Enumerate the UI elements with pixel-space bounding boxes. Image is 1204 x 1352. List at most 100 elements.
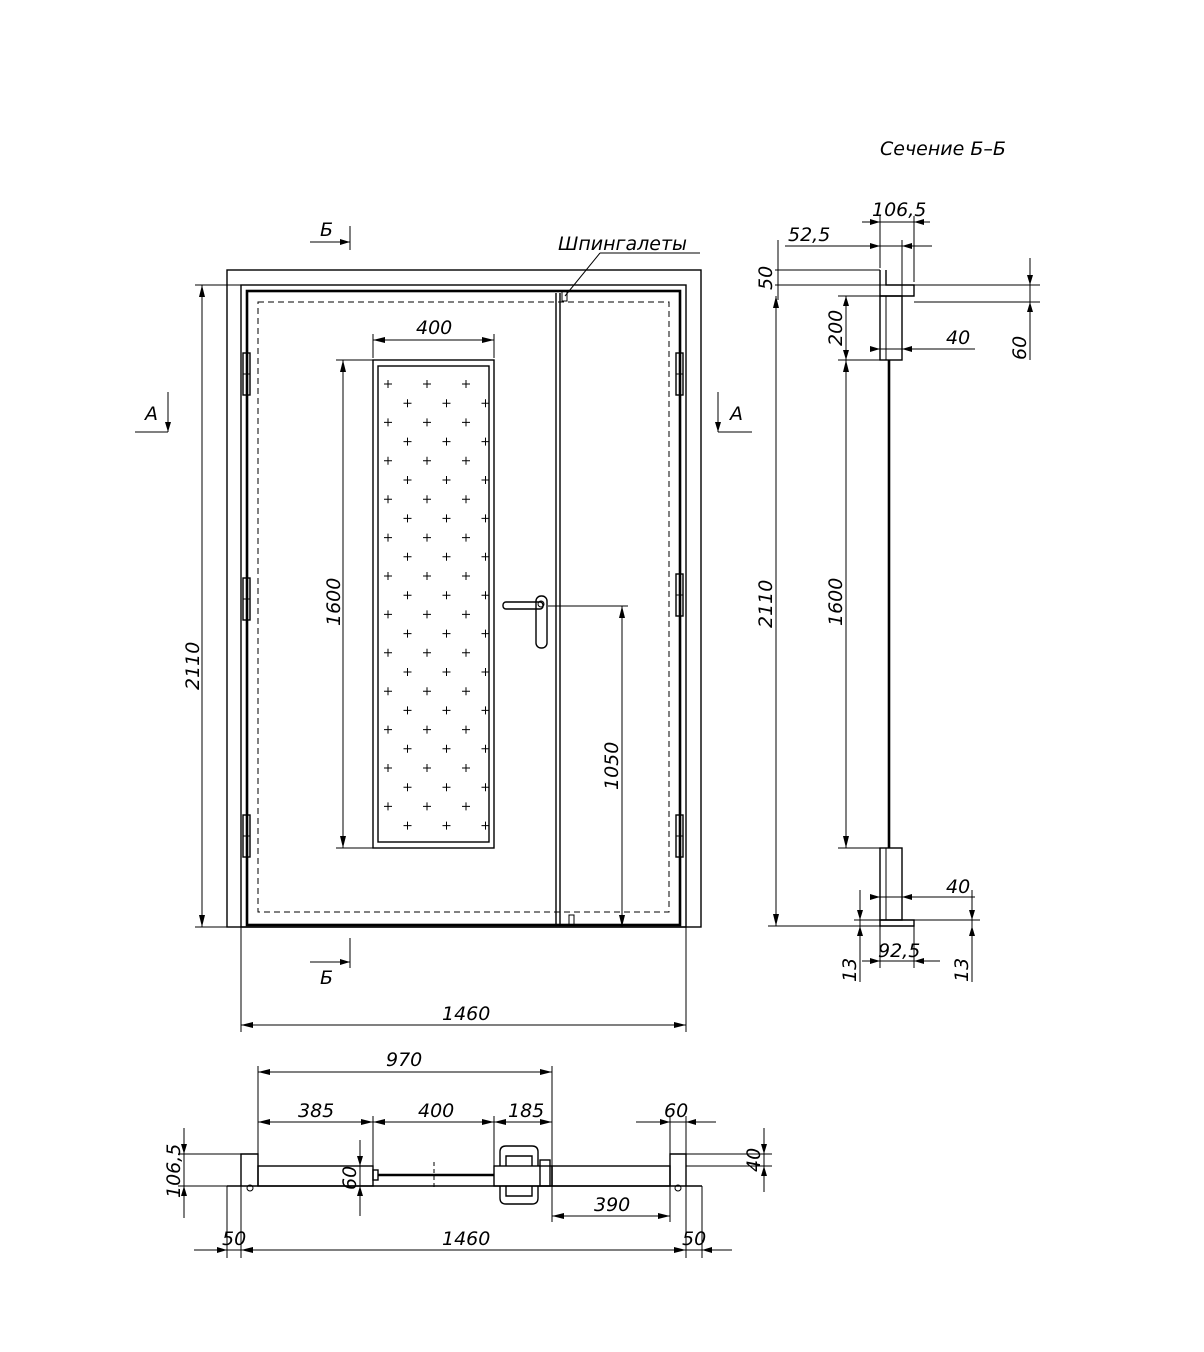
plus-mark: [462, 456, 470, 465]
plus-mark: [462, 764, 470, 772]
plus-mark: [481, 821, 490, 830]
plus-mark: [481, 399, 490, 408]
plus-mark: [403, 744, 412, 753]
section-top-offset-dim: 50: [755, 266, 777, 290]
plan-view: 970 385 400 185 60 106,5 60: [163, 1049, 772, 1258]
plan-side-left-dim: 50: [222, 1228, 246, 1250]
plus-mark: [403, 552, 412, 561]
plus-mark: [481, 591, 490, 600]
plus-mark: [481, 437, 490, 446]
plus-mark: [462, 802, 470, 811]
plus-mark: [481, 668, 490, 676]
plan-handle-inner: [499, 1145, 539, 1166]
door-handle: [502, 595, 548, 649]
plus-mark: [481, 476, 490, 484]
top-bolt: [561, 290, 568, 302]
plus-mark: [442, 629, 451, 638]
window-frame: [372, 359, 495, 849]
wall-opening: [226, 269, 702, 928]
plus-mark: [384, 572, 392, 580]
section-total-height-dim: 2110: [755, 580, 777, 628]
section-view: 106,5 52,5 50 60 200 40: [755, 199, 1040, 982]
plus-mark: [481, 744, 490, 753]
plus-mark: [423, 380, 431, 388]
plus-mark: [384, 648, 392, 657]
plus-mark: [403, 629, 412, 638]
plus-mark: [462, 380, 470, 388]
plus-mark: [423, 572, 431, 580]
door-leaf-outline: [245, 289, 682, 927]
plus-mark: [384, 802, 392, 811]
plus-mark: [481, 783, 490, 792]
plan-right-frame: [669, 1153, 687, 1186]
section-width-top-dim: 106,5: [872, 199, 926, 221]
section-top-rail: [879, 295, 903, 361]
plus-mark: [423, 610, 431, 619]
plus-mark: [403, 476, 412, 484]
plus-mark: [442, 668, 451, 676]
plan-lock-offset-dim: 185: [508, 1100, 544, 1122]
plus-mark: [442, 706, 451, 715]
handle-height-dim: 1050: [601, 742, 623, 790]
plus-mark: [403, 514, 412, 523]
plan-left-offset-dim: 385: [298, 1100, 334, 1122]
plan-right-leaf: [551, 1165, 671, 1187]
plan-handle-outer: [499, 1186, 539, 1205]
plus-mark: [481, 514, 490, 523]
plan-frame-depth-dim: 106,5: [163, 1144, 185, 1198]
plus-mark: [384, 610, 392, 619]
plus-mark: [423, 456, 431, 465]
plus-mark: [462, 418, 470, 427]
plus-mark: [384, 764, 392, 772]
bottom-bolt: [568, 914, 575, 926]
section-bottom-left-dim: 13: [839, 958, 861, 982]
seal-line: [257, 301, 670, 913]
section-rail-depth-bottom-dim: 40: [946, 876, 970, 898]
plan-right-leaf-width-dim: 390: [594, 1194, 630, 1216]
plus-mark: [403, 399, 412, 408]
plan-total-width-dim: 1460: [442, 1228, 490, 1250]
plan-leaf-depth-dim: 60: [339, 1166, 361, 1190]
section-rail-top-dim: 200: [825, 310, 847, 346]
plus-mark: [423, 802, 431, 811]
plus-mark: [462, 495, 470, 504]
plan-side-right-dim: 50: [682, 1228, 706, 1250]
section-frame-offset-dim: 52,5: [788, 224, 830, 246]
plus-mark: [423, 418, 431, 427]
window-width-dim: 400: [416, 317, 452, 339]
section-leaf-top-dim: 60: [1009, 336, 1031, 360]
plus-mark: [462, 687, 470, 696]
plus-mark: [423, 495, 431, 504]
plus-mark: [384, 495, 392, 504]
front-view: 400 1600 1050 2110 1460 Шпингалеты: [135, 219, 752, 1032]
plus-mark: [423, 648, 431, 657]
plus-mark: [423, 687, 431, 696]
section-bottom-rail: [879, 847, 903, 921]
section-threshold: [879, 919, 915, 927]
section-bottom-width-dim: 92,5: [878, 940, 920, 962]
plus-mark: [442, 591, 451, 600]
plus-mark: [423, 764, 431, 772]
plus-mark: [403, 783, 412, 792]
plus-mark: [423, 533, 431, 542]
plus-mark: [442, 783, 451, 792]
plus-mark: [384, 725, 392, 734]
total-width-dim: 1460: [442, 1003, 490, 1025]
plus-mark: [462, 533, 470, 542]
section-bottom-right-dim: 13: [951, 958, 973, 982]
plus-mark: [442, 552, 451, 561]
section-mark-a-right: А: [728, 403, 743, 425]
plus-mark: [423, 725, 431, 734]
window-height-dim: 1600: [323, 578, 345, 626]
plus-mark: [384, 533, 392, 542]
plus-mark: [403, 821, 412, 830]
plus-mark: [384, 418, 392, 427]
plus-mark: [384, 380, 392, 388]
door-frame: [240, 284, 687, 928]
plan-center-leaf: [493, 1165, 553, 1187]
plan-left-frame: [240, 1153, 259, 1186]
plus-mark: [481, 552, 490, 561]
plus-mark: [462, 725, 470, 734]
section-title: Сечение Б–Б: [880, 138, 1006, 160]
plus-mark: [384, 456, 392, 465]
